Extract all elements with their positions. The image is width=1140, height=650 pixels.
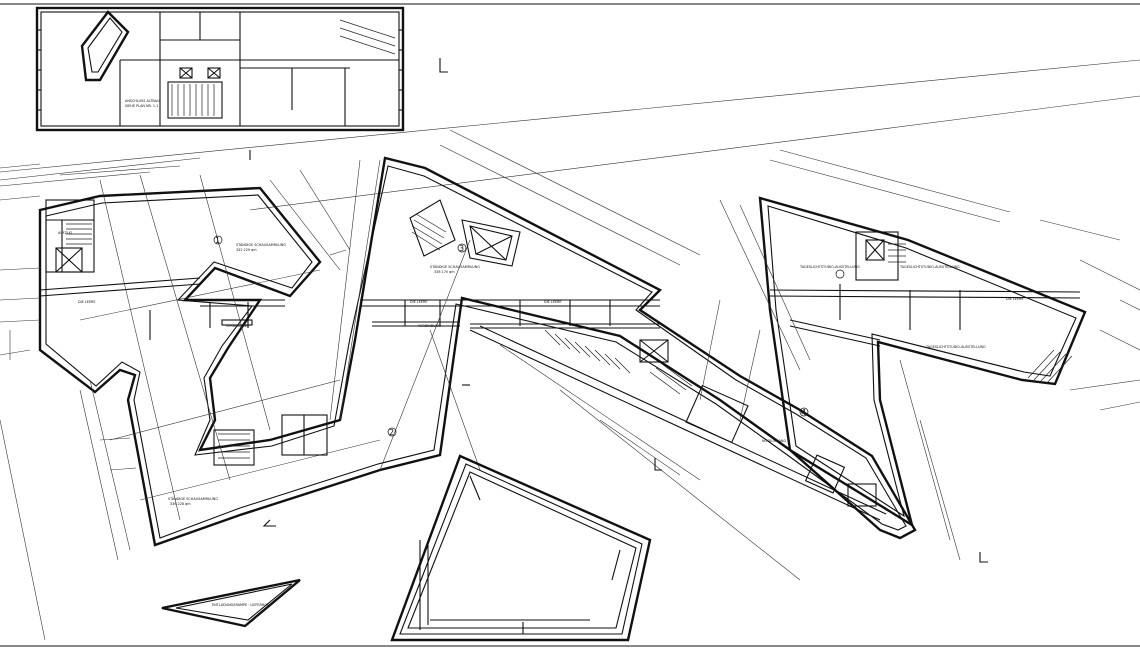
right-stair [888,243,1073,385]
label-r2-area: 336 228 qm [170,502,191,506]
long-corridor [469,325,887,521]
left-stair [66,223,92,245]
label-r1: STÄNDIGE SCHAUSAMMLUNG [236,242,286,247]
room-number-3: 3 [459,244,464,253]
right-wing-detail [769,231,1081,347]
label-void-2: DIE LEERE [410,300,428,304]
label-r2: STÄNDIGE SCHAUSAMMLUNG [168,496,218,501]
garden-of-exile [390,454,652,642]
right-wing-outline [758,196,1087,528]
ramp-label: ENTLADUNGSRAMPE · LIEFERHOF [212,603,269,607]
label-r3: STÄNDIGE SCHAUSAMMLUNG [430,264,480,269]
room-labels: STÄNDIGE SCHAUSAMMLUNG 332 229 qm STÄNDI… [58,231,1024,506]
label-r1-area: 332 229 qm [236,248,257,252]
room-markers: 1 3 2 4 [213,235,845,437]
dimension-ticks [0,163,1140,471]
site-lines [0,59,1140,641]
altbau-inset: ANSCHLUSS ALTBAU SIEHE PLAN NR. 1.1 [35,6,405,132]
room-number-1: 1 [215,236,220,245]
label-exit: NOTAUSGANG [762,439,786,443]
inset-label-2: SIEHE PLAN NR. 1.1 [125,104,158,108]
central-stairs [218,213,693,459]
label-void-3: DIE LEERE [544,300,562,304]
structural-grid-left [79,169,381,561]
label-r3-area: 338 170 qm [434,270,455,274]
label-bridge-1: VERBINDUNG [226,324,249,328]
section-marks [249,58,988,635]
central-section-detail [213,199,669,466]
label-void-1: DIE LEERE [78,300,96,304]
loading-ramp: ENTLADUNGSRAMPE · LIEFERHOF [161,578,301,628]
label-bridge-2: VERBINDUNG [418,324,441,328]
museum-main-outline [38,156,917,547]
room-number-2: 2 [389,428,394,437]
left-wing-detail [39,199,285,340]
label-r4a: TAGESLICHTSTUDIO-AUSSTELLUNG [799,265,860,269]
structural-grid-right [719,149,1140,561]
label-lift: AUFZUG [58,231,73,235]
room-number-4: 4 [801,408,806,417]
label-void-4: DIE LEERE [1006,297,1024,301]
structural-grid-center [329,129,801,581]
label-r4b: TAGESLICHTSTUDIO-AUSSTELLUNG [899,265,960,269]
inset-label-1: ANSCHLUSS ALTBAU [125,99,160,103]
label-r4c: TAGESLICHTSTUDIO-AUSSTELLUNG [925,345,986,349]
